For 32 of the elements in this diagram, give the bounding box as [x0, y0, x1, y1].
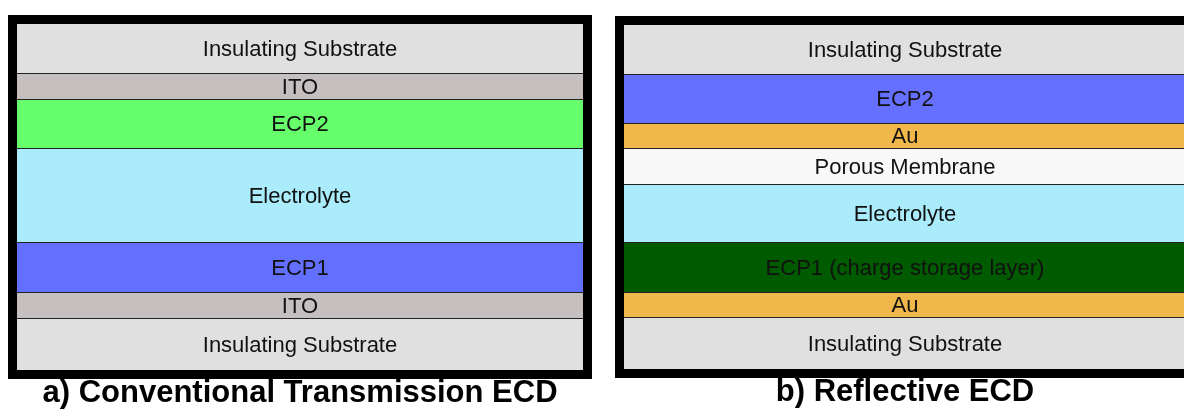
material-layer [624, 25, 1184, 74]
material-layer [624, 242, 1184, 292]
material-layer [17, 99, 583, 148]
layer-label: ITO [281, 294, 319, 317]
layer-label: Electrolyte [853, 202, 957, 225]
material-layer [17, 318, 583, 370]
material-layer [17, 242, 583, 292]
layer-label: Insulating Substrate [202, 37, 398, 60]
panel-caption: b) Reflective ECD [775, 373, 1035, 409]
material-layer [624, 148, 1184, 184]
material-layer [624, 123, 1184, 148]
layer-label: ECP2 [876, 88, 934, 110]
layer-label: Insulating Substrate [202, 333, 398, 356]
layer-label: Au [891, 125, 919, 147]
layer-label: Au [891, 294, 919, 316]
layer-label: ECP1 (charge storage layer) [765, 256, 1045, 279]
material-layer [17, 292, 583, 318]
layer-label: Electrolyte [248, 184, 352, 207]
material-layer [624, 317, 1184, 369]
layer-label: ITO [281, 75, 319, 98]
material-layer [624, 184, 1184, 242]
layer-label: ECP2 [271, 113, 329, 135]
material-layer [17, 73, 583, 99]
panel-caption: a) Conventional Transmission ECD [42, 374, 558, 410]
layer-label: Porous Membrane [814, 155, 996, 178]
layer-label: ECP1 [271, 256, 329, 279]
material-layer [624, 74, 1184, 123]
material-layer [17, 148, 583, 242]
material-layer [624, 292, 1184, 317]
layer-label: Insulating Substrate [807, 332, 1003, 355]
material-layer [17, 24, 583, 73]
layer-label: Insulating Substrate [807, 38, 1003, 61]
